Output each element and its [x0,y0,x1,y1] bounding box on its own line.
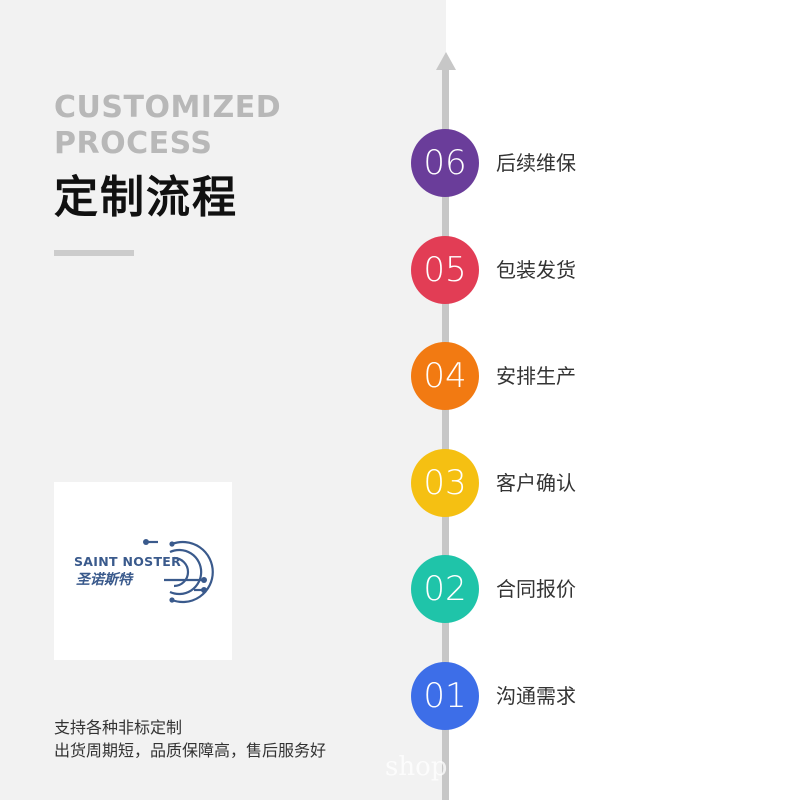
logo-node-2 [201,577,207,583]
tagline-line-2: 出货周期短，品质保障高，售后服务好 [54,741,327,760]
logo-node-4 [169,541,175,547]
logo-arc-middle [169,548,203,596]
step-label: 安排生产 [496,364,576,388]
step-03: 03 客户确认 [411,449,711,519]
step-number-badge: 01 [411,662,479,730]
step-number-badge: 04 [411,342,479,410]
step-02: 02 合同报价 [411,555,711,625]
logo-arc-outer [171,540,214,604]
tagline: 支持各种非标定制 出货周期短，品质保障高，售后服务好 [54,716,326,762]
english-heading: CUSTOMIZED PROCESS [54,90,281,162]
logo-brand-chinese: 圣诺斯特 [76,571,134,588]
step-label: 后续维保 [496,151,576,175]
brand-logo: SAINT NOSTER 圣诺斯特 [54,482,232,660]
step-number-badge: 06 [411,129,479,197]
logo-brand-english: SAINT NOSTER [74,554,181,569]
step-05: 05 包装发货 [411,236,711,306]
step-label: 客户确认 [496,471,576,495]
logo-arc-inner [173,556,190,588]
logo-graphic: SAINT NOSTER 圣诺斯特 [74,539,214,604]
step-01: 01 沟通需求 [411,662,711,732]
logo-node-3 [201,587,207,593]
step-number-badge: 02 [411,555,479,623]
heading-divider [54,250,134,256]
step-label: 沟通需求 [496,684,576,708]
step-label: 合同报价 [496,577,576,601]
step-label: 包装发货 [496,258,576,282]
left-panel [0,0,446,800]
step-04: 04 安排生产 [411,342,711,412]
logo-node-1 [143,539,149,545]
tagline-line-1: 支持各种非标定制 [54,718,183,737]
timeline-arrow-icon [436,52,456,70]
timeline-line [442,66,449,800]
step-number-badge: 05 [411,236,479,304]
english-heading-line-1: CUSTOMIZED [54,90,282,125]
english-heading-line-2: PROCESS [54,126,213,161]
step-number-badge: 03 [411,449,479,517]
chinese-heading: 定制流程 [54,172,238,223]
logo-node-5 [169,597,175,603]
watermark: shop [385,752,448,782]
step-06: 06 后续维保 [411,129,711,199]
